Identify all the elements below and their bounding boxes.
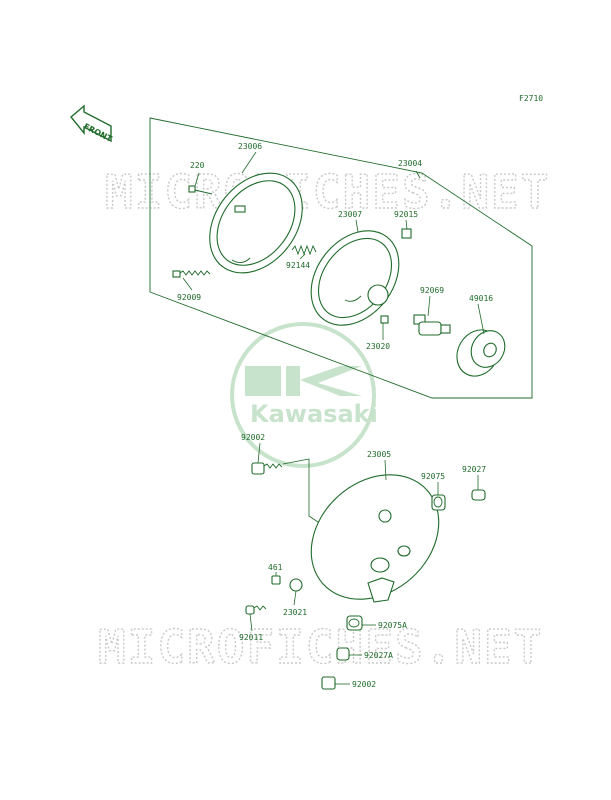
spring-92144 xyxy=(291,244,317,256)
label-92075A: 92075A xyxy=(378,621,407,630)
grommet-92075 xyxy=(431,494,446,511)
headlight-housing xyxy=(310,474,440,603)
label-49016: 49016 xyxy=(469,294,493,303)
kawasaki-logo: Kawasaki xyxy=(230,322,378,468)
bulb-cap-49016 xyxy=(456,329,506,377)
headlight-rim xyxy=(209,172,303,274)
washer-23021 xyxy=(289,578,303,592)
headlight-reflector xyxy=(310,228,412,326)
label-92027: 92027 xyxy=(462,465,486,474)
headlight-bulb xyxy=(413,314,451,336)
part-labels: 220 23006 23004 23007 92015 92144 92009 … xyxy=(177,142,493,689)
label-92002-lower: 92002 xyxy=(352,680,376,689)
bolt-92002-lower xyxy=(321,676,336,690)
label-23007: 23007 xyxy=(338,210,362,219)
label-461: 461 xyxy=(268,563,283,572)
watermark-top: MICROFICHES.NET xyxy=(105,165,550,219)
label-92075: 92075 xyxy=(421,472,445,481)
collar-92027A xyxy=(336,647,350,661)
bolt-92002-upper xyxy=(251,458,331,531)
screw-92009 xyxy=(172,270,211,278)
label-23004: 23004 xyxy=(398,159,422,168)
label-92027A: 92027A xyxy=(364,651,393,660)
nut-461 xyxy=(271,575,281,585)
label-23006: 23006 xyxy=(238,142,262,151)
screw-220 xyxy=(188,185,213,195)
figure-code: F2710 xyxy=(519,94,543,103)
label-92069: 92069 xyxy=(420,286,444,295)
grommet-92075A xyxy=(346,615,363,631)
label-92011: 92011 xyxy=(239,633,263,642)
label-92144: 92144 xyxy=(286,261,310,270)
collar-92027 xyxy=(471,489,486,501)
watermark-bottom: MICROFICHES.NET xyxy=(98,620,543,674)
assembly-outline xyxy=(149,117,533,399)
label-23021: 23021 xyxy=(283,608,307,617)
front-arrow-icon: FRONT xyxy=(70,104,114,144)
logo-text: Kawasaki xyxy=(250,400,378,428)
label-92015: 92015 xyxy=(394,210,418,219)
label-92009: 92009 xyxy=(177,293,201,302)
label-92002-upper: 92002 xyxy=(241,433,265,442)
leader-lines xyxy=(182,151,485,685)
label-23020: 23020 xyxy=(366,342,390,351)
bolt-92011 xyxy=(245,605,267,615)
label-220: 220 xyxy=(190,161,205,170)
label-23005: 23005 xyxy=(367,450,391,459)
